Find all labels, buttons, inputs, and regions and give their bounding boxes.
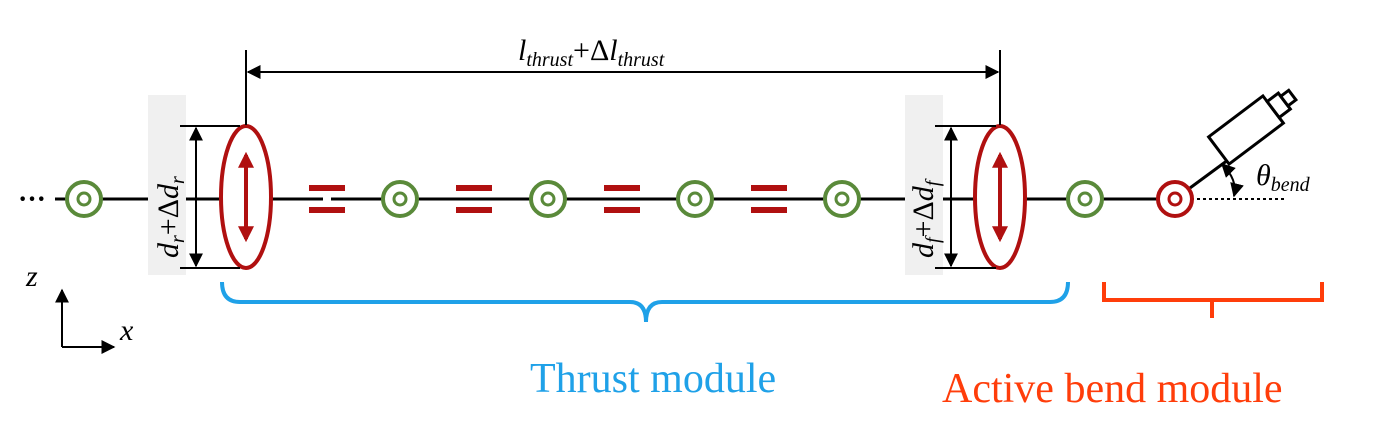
axis-z-label: z [25,260,38,293]
thrust-module-bracket [220,281,1070,323]
red-spring-icon [751,185,787,213]
bend-module-label: Active bend module [942,366,1283,412]
axes-icon [55,288,116,354]
thrust-length-label: lthrust+Δlthrust [518,34,665,71]
bend-angle-arc [1221,163,1244,198]
thrust-module-label: Thrust module [530,356,776,402]
front-diameter-label: df+Δdf [907,178,944,258]
red-double-arrow-ellipse-icon [219,124,273,270]
green-ring-icon [65,180,103,218]
rear-diameter-label: dr+Δdr [152,176,189,258]
axis-x-label: x [119,314,134,347]
left-ellipsis: ··· [18,184,46,215]
red-spring-icon [456,185,492,213]
green-ring-icon [1066,180,1104,218]
front-diameter-dimension [905,95,996,275]
camera-icon [1206,88,1299,167]
bend-module-bracket [1102,282,1324,318]
red-spring-icon [604,185,640,213]
green-ring-icon [823,180,861,218]
rear-diameter-dimension [148,95,240,275]
thrust-length-dimension [245,50,1001,125]
green-ring-icon [529,180,567,218]
red-double-arrow-ellipse-icon [973,124,1027,270]
green-ring-icon [381,180,419,218]
red-ring-icon [1156,180,1194,218]
red-spring-icon [309,185,345,213]
bend-angle-label: θbend [1256,159,1311,196]
green-ring-icon [676,180,714,218]
